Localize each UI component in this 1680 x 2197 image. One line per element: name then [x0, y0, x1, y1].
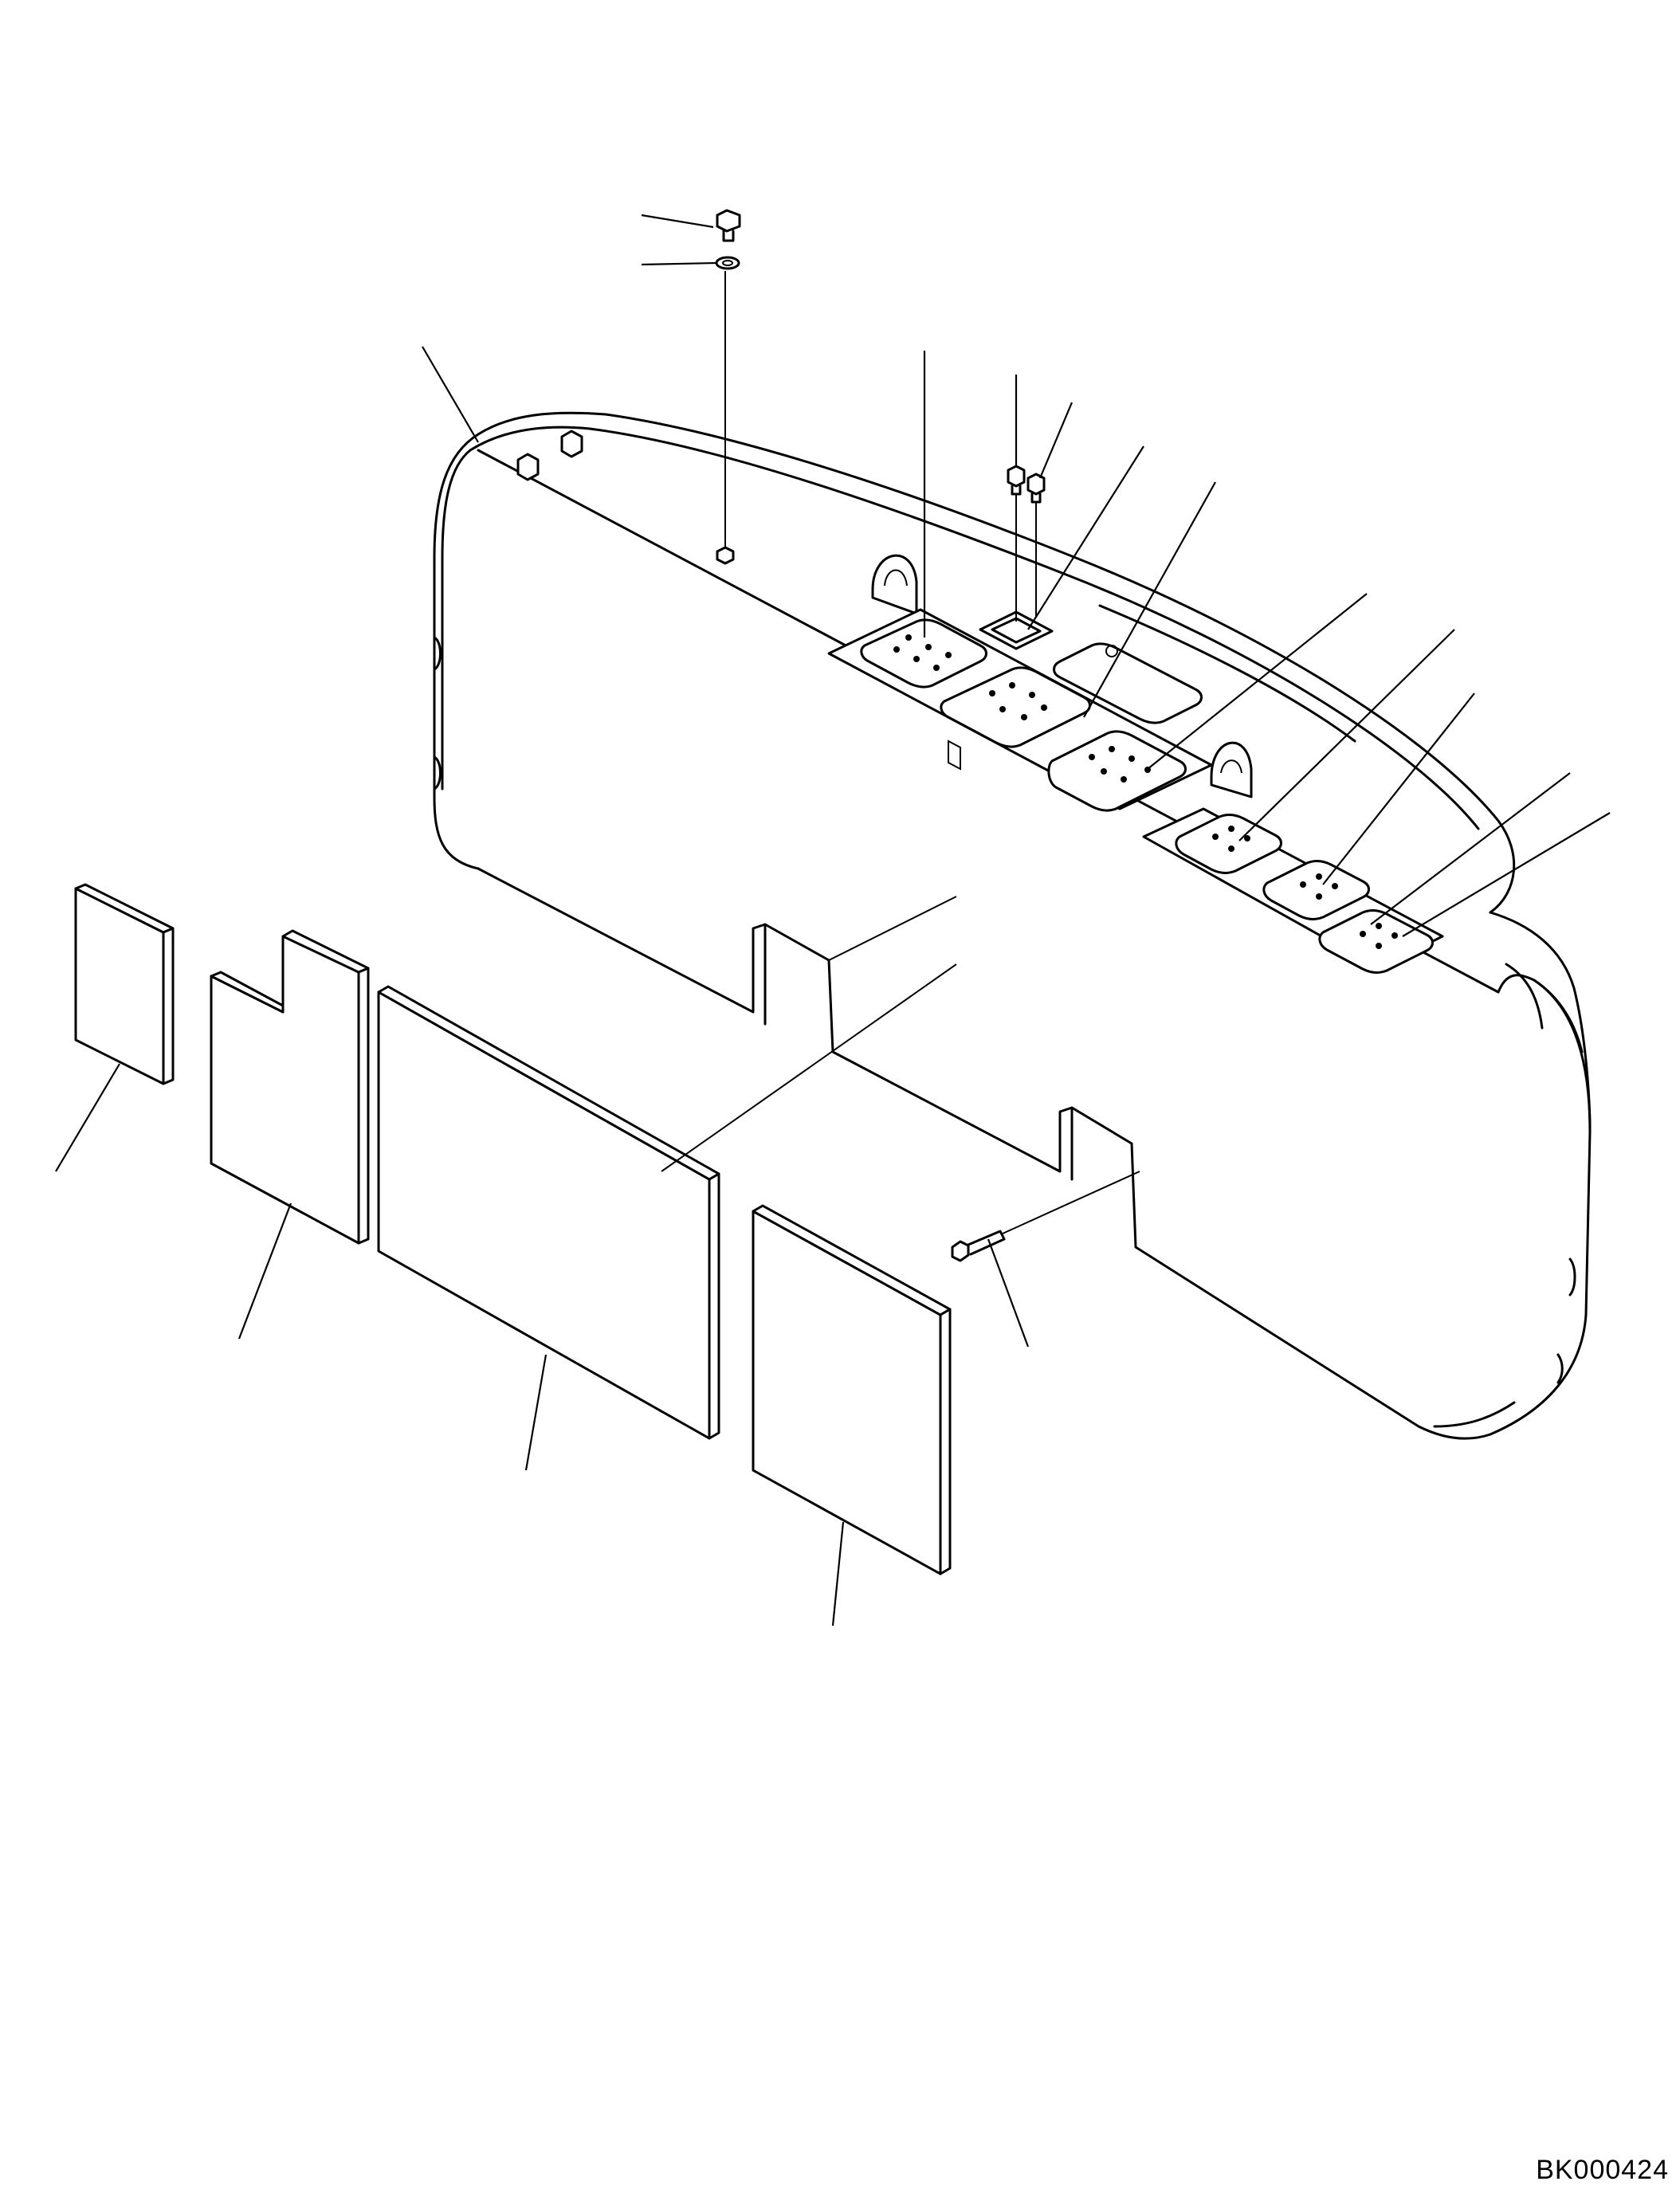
cover-plate-5 [1262, 860, 1370, 920]
pad-2 [210, 929, 370, 1245]
washer-top [715, 256, 740, 270]
pad-1 [74, 883, 175, 1085]
pad-4 [752, 1204, 952, 1575]
bolt-pair [1007, 465, 1046, 622]
pad-axis-line [661, 963, 957, 1172]
lifting-eye-left [871, 554, 918, 615]
cover-plate-4 [1175, 814, 1282, 874]
top-slot [1053, 642, 1203, 724]
pad-3 [377, 985, 720, 1440]
cover-plate-2 [940, 666, 1091, 748]
drawing-code-label: BK000424 [1536, 2155, 1669, 2185]
bolt-top [716, 209, 741, 242]
cover-plate-6 [1318, 909, 1434, 974]
bolt-side [951, 1171, 1140, 1262]
corner-nut-left [516, 430, 583, 481]
lifting-eye-right [1210, 741, 1253, 798]
leader-lines [55, 214, 1611, 1626]
cover-plate-1 [860, 618, 987, 689]
nut-top [716, 546, 735, 565]
cover-plate-3 [1047, 730, 1187, 812]
small-mount-plate [979, 610, 1054, 650]
